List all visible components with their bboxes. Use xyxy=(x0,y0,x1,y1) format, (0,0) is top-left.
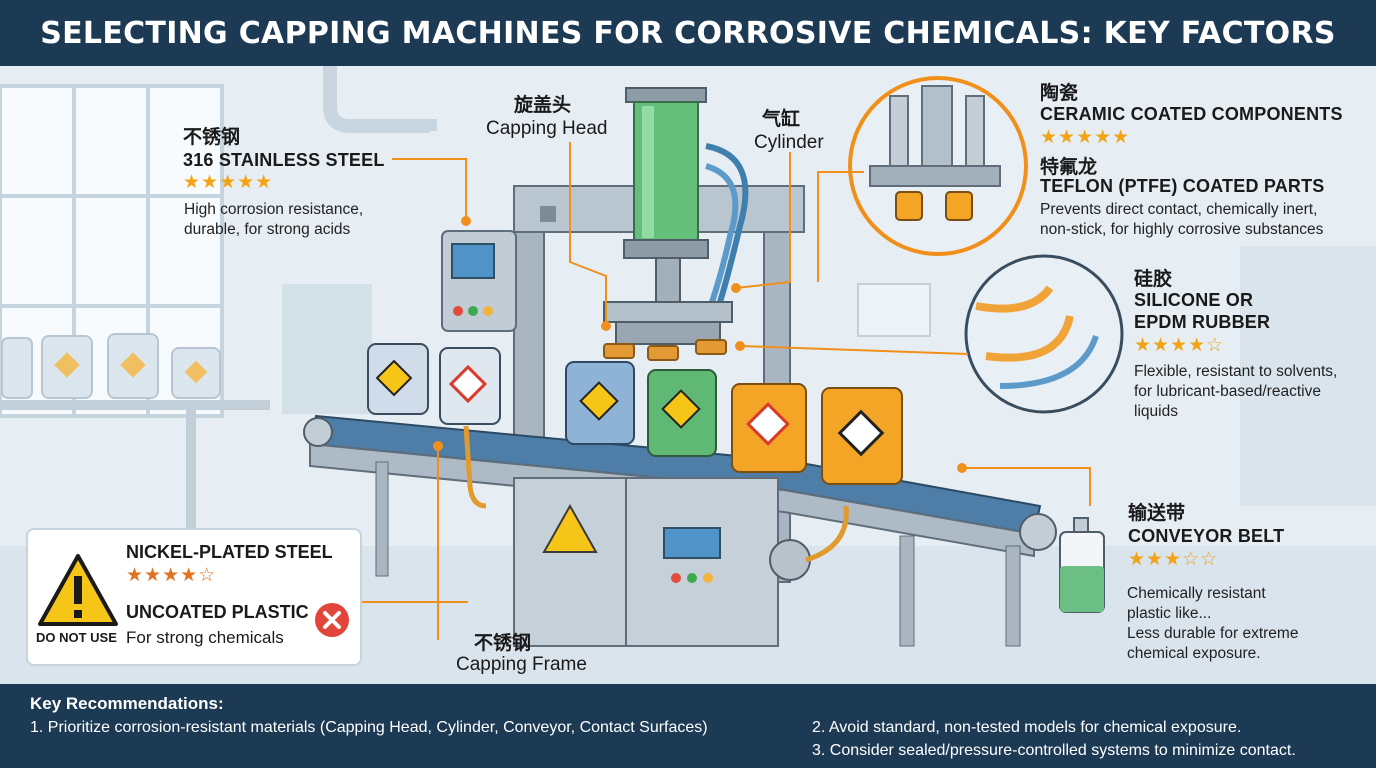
cylinder-en-label: Cylinder xyxy=(754,132,824,153)
silicone-en-label-2: EPDM RUBBER xyxy=(1134,312,1271,332)
recommendation-3: 3. Consider sealed/pressure-controlled s… xyxy=(812,742,1296,759)
do-not-use-label: DO NOT USE xyxy=(36,630,117,645)
frame-zh-label: 不锈钢 xyxy=(474,632,532,654)
capping-head-en-label: Capping Head xyxy=(486,118,608,139)
warning-triangle-icon xyxy=(38,554,118,626)
callout-leaders xyxy=(360,142,1091,640)
stainless-en-label: 316 STAINLESS STEEL xyxy=(183,150,385,170)
conveyor-desc-2: plastic like... xyxy=(1127,605,1212,622)
conveyor-desc-4: chemical exposure. xyxy=(1127,645,1261,662)
teflon-desc-1: Prevents direct contact, chemically iner… xyxy=(1040,201,1318,218)
ceramic-zh-label: 陶瓷 xyxy=(1040,82,1079,104)
title-banner: SELECTING CAPPING MACHINES FOR CORROSIVE… xyxy=(0,0,1376,66)
capping-head xyxy=(603,301,733,361)
diagram-scene: 不锈钢 316 STAINLESS STEEL ★★★★★ High corro… xyxy=(0,66,1376,684)
ceramic-zoom-circle xyxy=(848,76,1028,256)
ceramic-en-label: CERAMIC COATED COMPONENTS xyxy=(1040,104,1343,124)
uncoated-plastic-desc: For strong chemicals xyxy=(126,628,284,647)
cylinder xyxy=(623,87,749,303)
conveyor-en-label: CONVEYOR BELT xyxy=(1128,526,1285,546)
stainless-desc-2: durable, for strong acids xyxy=(184,221,351,238)
teflon-en-label: TEFLON (PTFE) COATED PARTS xyxy=(1040,176,1325,196)
silicone-desc-2: for lubricant-based/reactive xyxy=(1134,383,1321,400)
ceramic-rating: ★★★★★ xyxy=(1040,127,1131,148)
conveyor-desc-3: Less durable for extreme xyxy=(1127,625,1299,642)
background-containers xyxy=(1,333,221,399)
red-x-icon xyxy=(315,603,349,637)
recommendation-1: 1. Prioritize corrosion-resistant materi… xyxy=(30,719,708,736)
base-cabinet xyxy=(513,477,849,647)
capping-head-zh-label: 旋盖头 xyxy=(514,94,572,116)
recommendation-2: 2. Avoid standard, non-tested models for… xyxy=(812,719,1242,736)
silicone-desc-1: Flexible, resistant to solvents, xyxy=(1134,363,1338,380)
silicone-zh-label: 硅胶 xyxy=(1134,268,1173,290)
chemical-containers xyxy=(367,343,903,485)
conveyor-zh-label: 输送带 xyxy=(1128,502,1186,524)
leader-dots xyxy=(433,216,967,473)
teflon-zh-label: 特氟龙 xyxy=(1040,156,1098,178)
nickel-label: NICKEL-PLATED STEEL xyxy=(126,542,333,562)
silicone-desc-3: liquids xyxy=(1134,403,1178,420)
cylinder-zh-label: 气缸 xyxy=(762,108,801,130)
reagent-bottle xyxy=(1059,517,1105,613)
silicone-en-label-1: SILICONE OR xyxy=(1134,290,1254,310)
page-title: SELECTING CAPPING MACHINES FOR CORROSIVE… xyxy=(40,15,1336,51)
nickel-rating: ★★★★☆ xyxy=(126,565,217,586)
stainless-desc-1: High corrosion resistance, xyxy=(184,201,364,218)
stainless-rating: ★★★★★ xyxy=(183,172,274,193)
conveyor-desc-1: Chemically resistant xyxy=(1127,585,1266,602)
do-not-use-panel: DO NOT USE NICKEL-PLATED STEEL ★★★★☆ UNC… xyxy=(26,528,362,666)
recommendations-title: Key Recommendations: xyxy=(30,694,224,713)
teflon-desc-2: non-stick, for highly corrosive substanc… xyxy=(1040,221,1324,238)
stainless-zh-label: 不锈钢 xyxy=(183,126,241,148)
control-panel xyxy=(441,230,517,332)
recommendations-footer: Key Recommendations: 1. Prioritize corro… xyxy=(0,684,1376,768)
frame-en-label: Capping Frame xyxy=(456,654,587,675)
rubber-zoom-circle xyxy=(964,254,1124,414)
silicone-rating: ★★★★☆ xyxy=(1134,335,1225,356)
uncoated-plastic-label: UNCOATED PLASTIC xyxy=(126,602,309,622)
conveyor-rating: ★★★☆☆ xyxy=(1128,549,1219,570)
